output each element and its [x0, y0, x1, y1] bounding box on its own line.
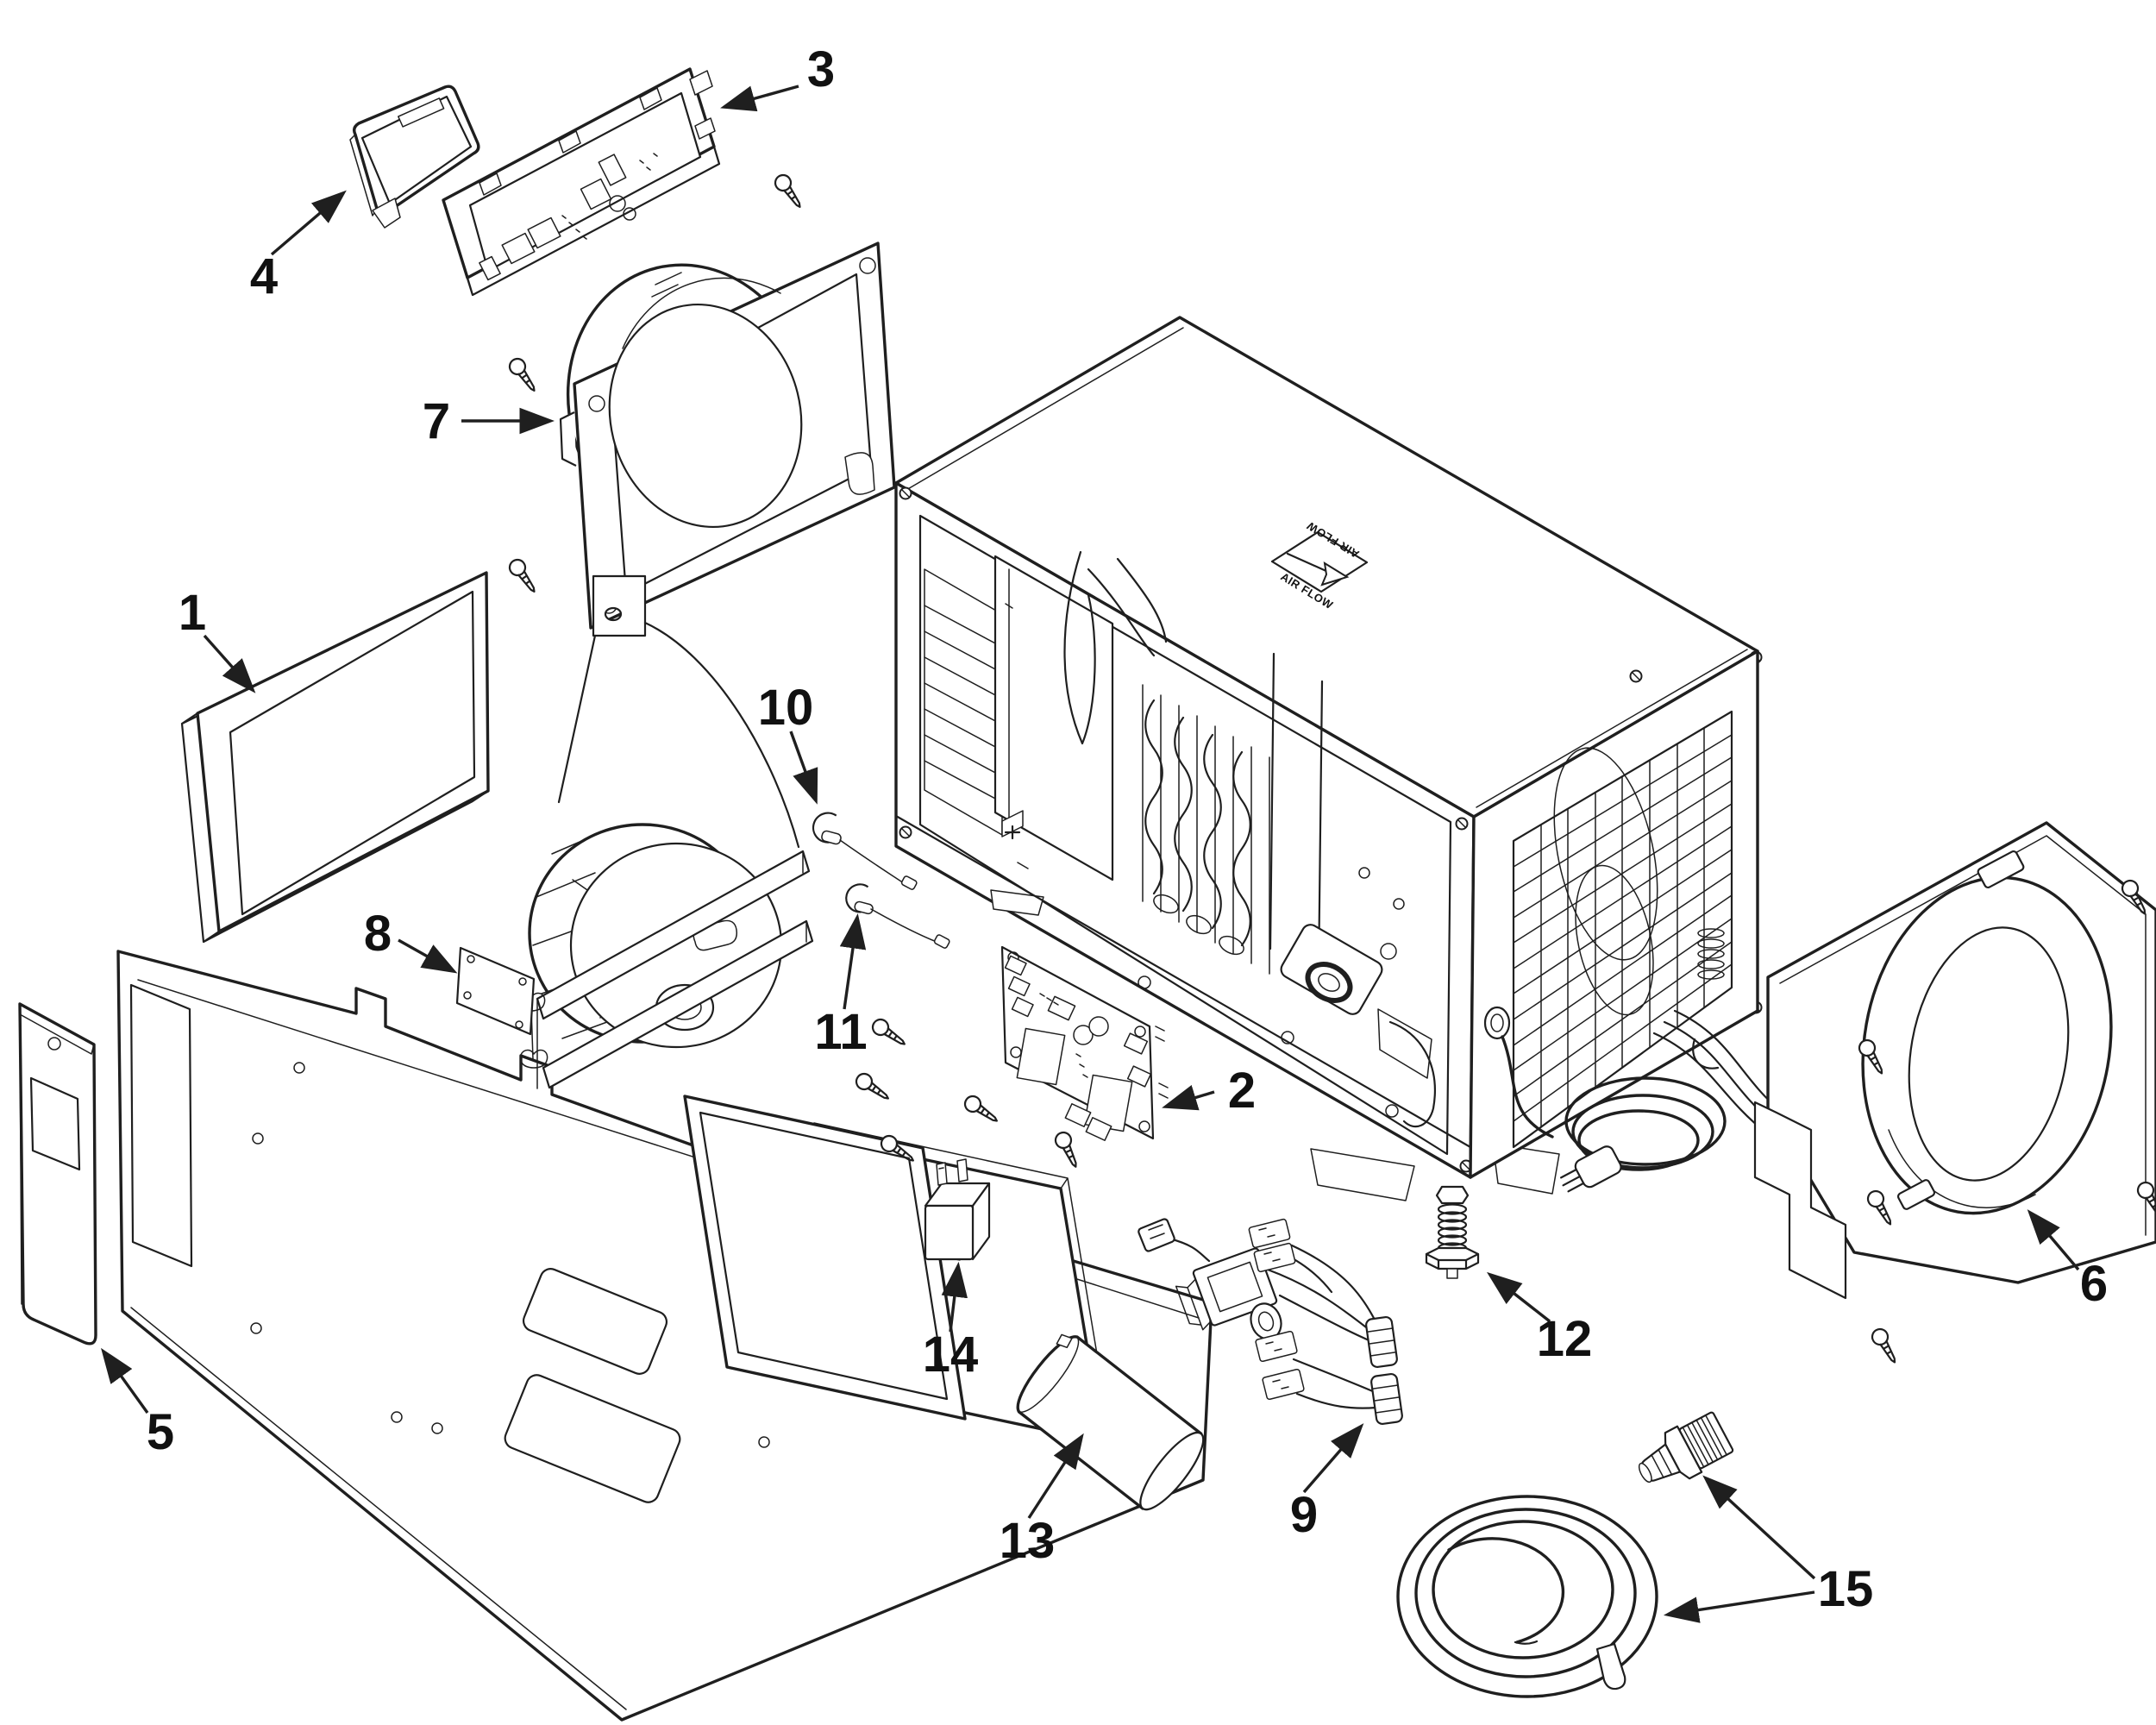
part-6-rear-shroud [1753, 821, 2156, 1368]
part-11-sensor-clip [845, 883, 950, 949]
callout-11-arrow [839, 913, 867, 1010]
callout-14-label: 14 [923, 1327, 979, 1383]
callout-5-arrow [101, 1347, 149, 1414]
screw-icon [1051, 1128, 1084, 1171]
part-4-display-cover [349, 85, 480, 229]
blower-assembly [455, 574, 950, 1089]
panel-cutouts [504, 1268, 681, 1503]
base-rail [894, 814, 1560, 1201]
callout-11-label: 11 [814, 1004, 867, 1060]
screw-icon [505, 555, 542, 598]
screw-icon [868, 1015, 911, 1051]
callout-14-arrow [941, 1261, 968, 1333]
part-7-fan-shroud [559, 242, 896, 630]
part-8-motor-plate [455, 946, 536, 1036]
callouts: 1 2 3 4 5 6 7 8 9 10 11 12 13 14 15 [101, 41, 2108, 1623]
interior-back-panel [990, 555, 1114, 916]
part-9-wire-harness [1138, 1218, 1403, 1426]
callout-8-arrow [398, 938, 458, 974]
part-15-drain-hose [1396, 1411, 1734, 1698]
power-cord [1483, 1006, 1727, 1193]
part-1-filter-frame [180, 571, 490, 944]
screw-icon [771, 171, 807, 213]
callout-10-label: 10 [758, 680, 814, 736]
callout-2-arrow [1162, 1084, 1215, 1111]
fan-wire-harness [1652, 1009, 1780, 1132]
callout-6-arrow [2027, 1209, 2080, 1271]
callout-1-label: 1 [179, 585, 206, 641]
callout-4-label: 4 [250, 248, 278, 304]
callout-15-label: 15 [1818, 1561, 1874, 1617]
callout-15-arrow [1702, 1475, 1816, 1580]
insulation-sheet-front [683, 1095, 967, 1421]
callout-3-arrow [720, 85, 799, 112]
callout-13-arrow [1027, 1433, 1084, 1519]
callout-3-label: 3 [807, 41, 835, 97]
callout-10-arrow [789, 731, 818, 805]
interior-bulkhead [1269, 652, 1383, 1015]
callout-9-label: 9 [1290, 1487, 1318, 1543]
interior-wiring [1063, 550, 1168, 745]
part-13-capacitor [1016, 1333, 1205, 1511]
callout-9-arrow [1302, 1423, 1364, 1494]
callout-2-label: 2 [1228, 1063, 1256, 1119]
part-3-control-board [442, 67, 721, 297]
screw-icon [852, 1070, 894, 1106]
callout-6-label: 6 [2080, 1256, 2108, 1312]
screw-icon [1868, 1325, 1902, 1368]
part-10-sensor-clip [812, 812, 918, 890]
screw-icon [505, 354, 542, 397]
part-12-leveling-bolt [1425, 1185, 1480, 1279]
callout-12-label: 12 [1537, 1311, 1593, 1367]
callout-13-label: 13 [1000, 1513, 1056, 1569]
interior-right-compartment [1358, 867, 1436, 1128]
callout-5-label: 5 [147, 1404, 174, 1460]
hose-fitting [1638, 1411, 1734, 1484]
callout-4-arrow [270, 190, 347, 256]
callout-12-arrow [1486, 1271, 1551, 1323]
part-2-power-board [1000, 945, 1169, 1171]
callout-15-arrow-2 [1663, 1590, 1815, 1623]
interior-evaporator-coil [1142, 684, 1270, 975]
part-5-control-panel-trim [18, 1002, 97, 1346]
callout-8-label: 8 [364, 906, 392, 962]
callout-1-arrow [203, 634, 256, 693]
part-14-relay [924, 1158, 991, 1261]
screw-icon [961, 1092, 1003, 1128]
right-grille [1512, 710, 1733, 1149]
main-unit-cabinet: AIR FLOW AIR FLOW [894, 316, 1821, 1201]
callout-7-label: 7 [423, 393, 450, 449]
